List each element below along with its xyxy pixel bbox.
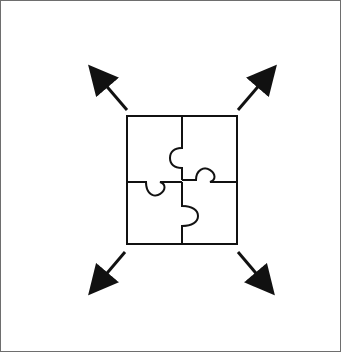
arrow-up-right-icon	[236, 64, 277, 111]
bottom-center-seam	[181, 182, 200, 244]
arrow-up-left-icon	[88, 64, 129, 111]
left-middle-seam	[127, 181, 182, 197]
jigsaw-puzzle-icon	[126, 115, 238, 245]
top-center-seam	[168, 116, 183, 180]
arrow-down-left-icon	[88, 251, 127, 296]
outward-arrows	[88, 64, 277, 296]
right-middle-seam	[182, 167, 237, 183]
arrow-down-right-icon	[236, 251, 275, 296]
